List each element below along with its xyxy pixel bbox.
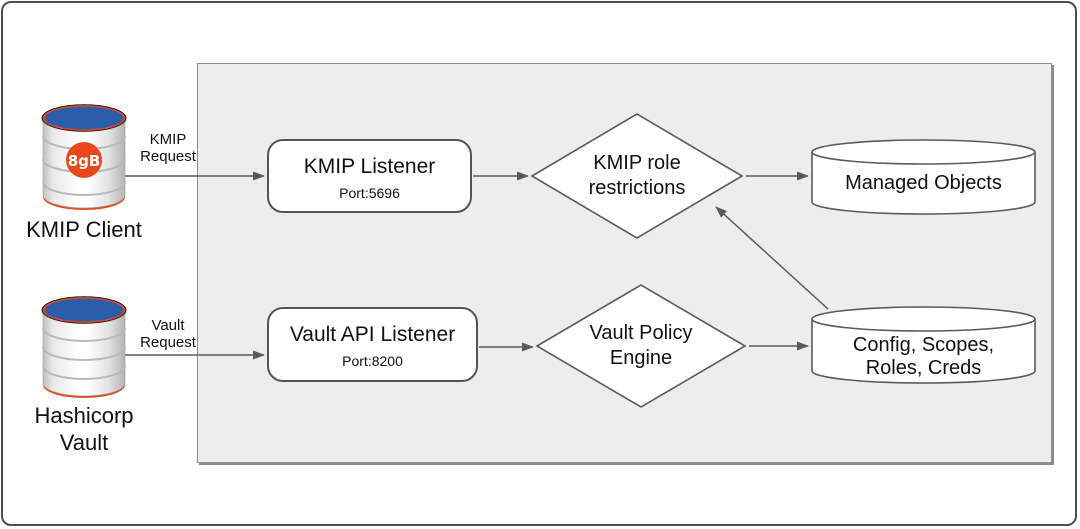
vault-api-listener-title: Vault API Listener	[289, 323, 456, 346]
kmip-listener-box: KMIP Listener Port:5696	[267, 139, 472, 213]
svg-text:8gB: 8gB	[68, 152, 101, 170]
edb-logo-icon: 8gB	[66, 142, 102, 178]
kmip-listener-port: Port:5696	[339, 185, 400, 201]
vault-api-listener-port: Port:8200	[342, 353, 403, 369]
vault-api-listener-box: Vault API Listener Port:8200	[267, 307, 478, 382]
kmip-client-cylinder: 8gB	[41, 104, 127, 210]
kmip-listener-title: KMIP Listener	[303, 155, 436, 178]
config-store-cylinder	[811, 306, 1036, 384]
managed-objects-cylinder	[811, 139, 1036, 215]
managed-objects-label: Managed Objects	[845, 172, 1002, 194]
kmip-role-restrictions-diamond	[530, 113, 744, 239]
config-to-role-arrow	[715, 206, 829, 310]
config-store-label: Config, Scopes,Roles, Creds	[852, 334, 995, 379]
vault-policy-engine-diamond	[535, 284, 747, 408]
hashicorp-vault-cylinder	[41, 296, 127, 398]
kmip-client-label: KMIP Client	[26, 217, 142, 242]
